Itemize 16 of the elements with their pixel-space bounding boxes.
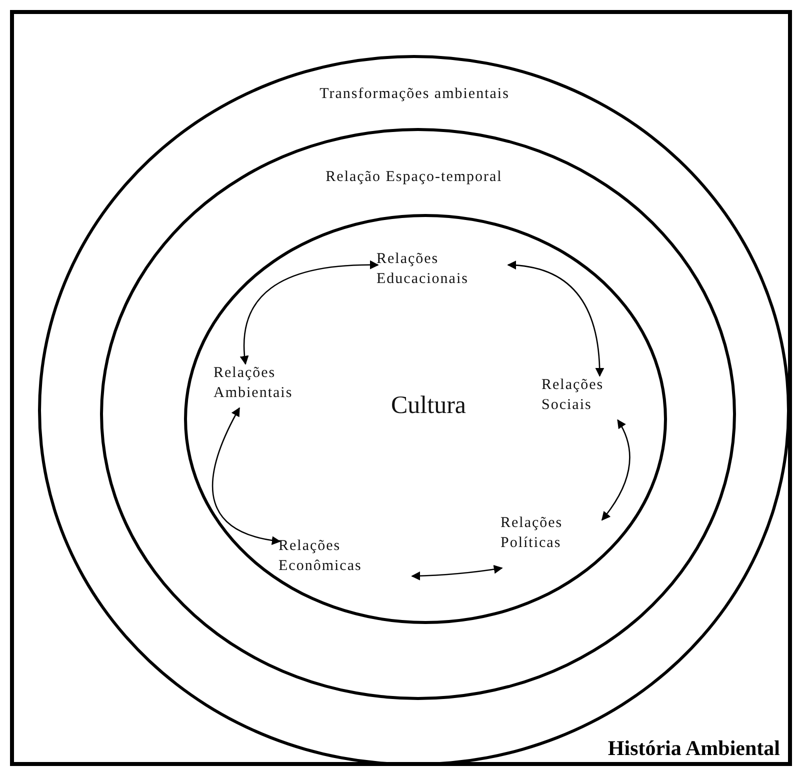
curved-arrow [411,564,503,580]
circle [184,214,667,624]
node-label: Relações Ambientais [214,362,336,406]
center-label: Cultura [390,392,467,420]
node-label: Relações Econômicas [278,536,410,580]
curved-arrow [212,407,281,545]
curved-arrow [601,419,630,521]
node-label: Relações Educacionais [376,248,506,292]
diagram-title: História Ambiental [608,736,780,761]
curved-arrow [240,260,379,365]
curved-arrow [507,260,604,377]
ring-label: Relação Espaço-temporal [324,169,504,186]
ring-label: Transformações ambientais [318,86,510,102]
circle [100,128,736,700]
node-label: Relações Políticas [500,512,600,572]
node-label: Relações Sociais [542,374,632,418]
